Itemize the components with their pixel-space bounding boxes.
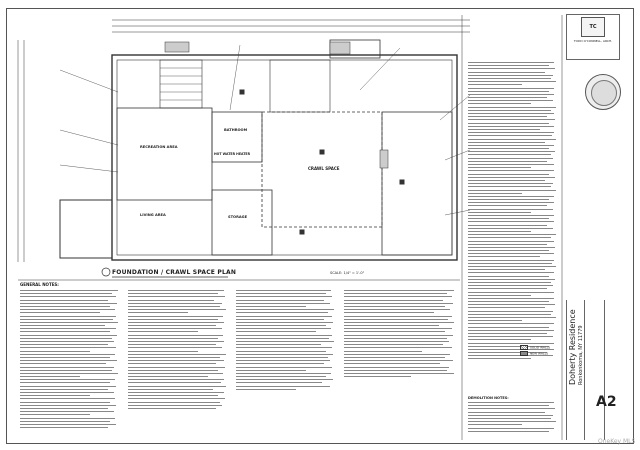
architect-seal — [585, 74, 621, 110]
room-label-recreation: RECREATION AREA — [140, 145, 178, 149]
room-label-hot-water-heater: HOT WATER HEATER — [214, 152, 251, 156]
legend-label: SOLID WALLS — [530, 345, 551, 350]
firm-name: TODD O'CONNELL, ARCH. — [573, 39, 613, 43]
wall-legend: SOLID WALLS NEW WALLS — [520, 345, 550, 356]
general-notes-column-3 — [236, 290, 336, 438]
firm-logo-block: TC TODD O'CONNELL, ARCH. — [566, 14, 620, 60]
legend-swatch — [520, 345, 528, 350]
legend-item-new-walls: NEW WALLS — [520, 350, 550, 357]
general-notes-title: GENERAL NOTES: — [20, 282, 59, 287]
room-label-crawl-space: CRAWL SPACE — [308, 166, 340, 171]
sheet-number: A2 — [596, 394, 617, 410]
construction-notes-column — [468, 62, 558, 392]
plan-title: FOUNDATION / CRAWL SPACE PLAN — [112, 269, 237, 276]
room-label-bathroom: BATHROOM — [224, 128, 248, 132]
project-address: Ronkonkoma, NY 11779 — [578, 325, 584, 385]
room-label-storage: STORAGE — [228, 215, 248, 219]
demolition-notes — [468, 402, 558, 438]
room-label-living: LIVING AREA — [140, 213, 166, 217]
plan-scale: SCALE: 1/4" = 1'-0" — [330, 271, 365, 275]
project-name: Doherty Residence — [568, 309, 577, 385]
legend-swatch — [520, 350, 528, 356]
general-notes-column-4 — [344, 290, 456, 438]
firm-logo: TC — [581, 17, 605, 37]
legend-item-solid-walls: SOLID WALLS — [520, 345, 550, 351]
general-notes-column-2 — [128, 290, 228, 438]
watermark: OneKey MLS — [598, 438, 636, 445]
general-notes-column-1 — [20, 290, 120, 438]
title-block-col-1 — [566, 300, 567, 440]
demolition-notes-title: DEMOLITION NOTES: — [468, 396, 509, 400]
title-block-col-3 — [604, 300, 605, 440]
title-block-col-2 — [584, 300, 585, 440]
sheet-border — [6, 8, 634, 444]
legend-label: NEW WALLS — [530, 351, 549, 355]
